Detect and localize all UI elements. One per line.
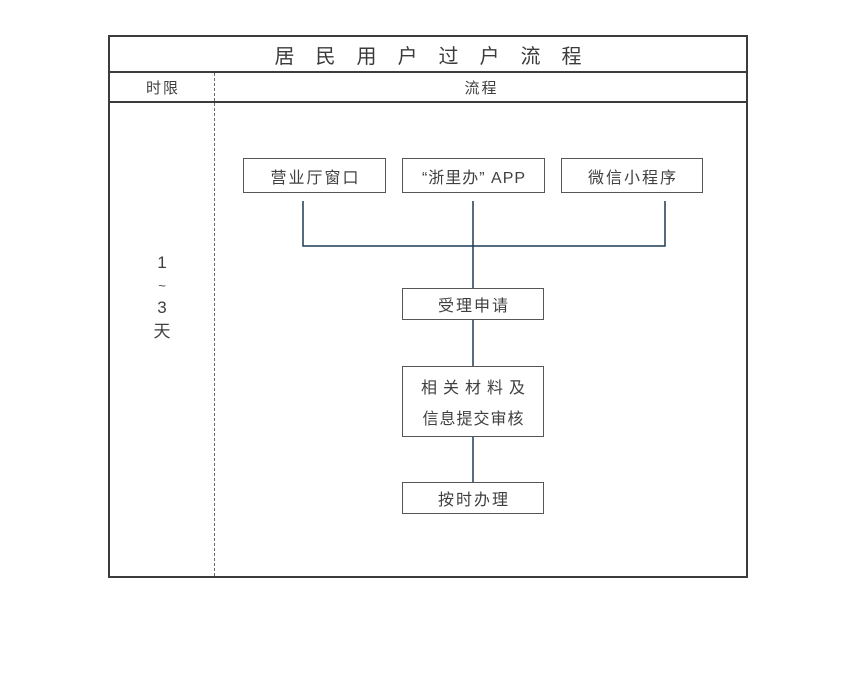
node-business-hall-window: 营业厅窗口 [243,158,386,193]
node-label: “浙里办” APP [421,169,527,187]
header-col-flow: 流程 [464,79,499,97]
node-label-line1: 相关材料及 [420,380,531,397]
time-limit-value: 1 ~ 3 天 [110,251,214,344]
body-row: 1 ~ 3 天 [110,103,746,576]
node-label: 受理申请 [437,298,510,315]
time-limit-line: 3 [157,298,167,317]
node-materials-review: 相关材料及 信息提交审核 [402,366,544,437]
node-label: 微信小程序 [587,169,678,187]
node-zheliban-app: “浙里办” APP [402,158,545,193]
page-title: 居民用户过户流程 [274,45,603,68]
node-handle-on-time: 按时办理 [402,482,544,514]
node-wechat-mini-program: 微信小程序 [561,158,703,193]
time-limit-column: 1 ~ 3 天 [110,103,215,576]
header-col-time-limit: 时限 [110,73,215,101]
time-limit-line: 天 [153,322,171,341]
title-row: 居民用户过户流程 [110,37,746,73]
header-row: 时限 流程 [110,73,746,103]
time-limit-tilde: ~ [158,278,166,293]
node-accept-application: 受理申请 [402,288,544,320]
node-label: 按时办理 [437,492,510,509]
node-label: 营业厅窗口 [270,169,361,187]
node-label-line2: 信息提交审核 [422,411,525,428]
time-limit-line: 1 [157,253,167,272]
